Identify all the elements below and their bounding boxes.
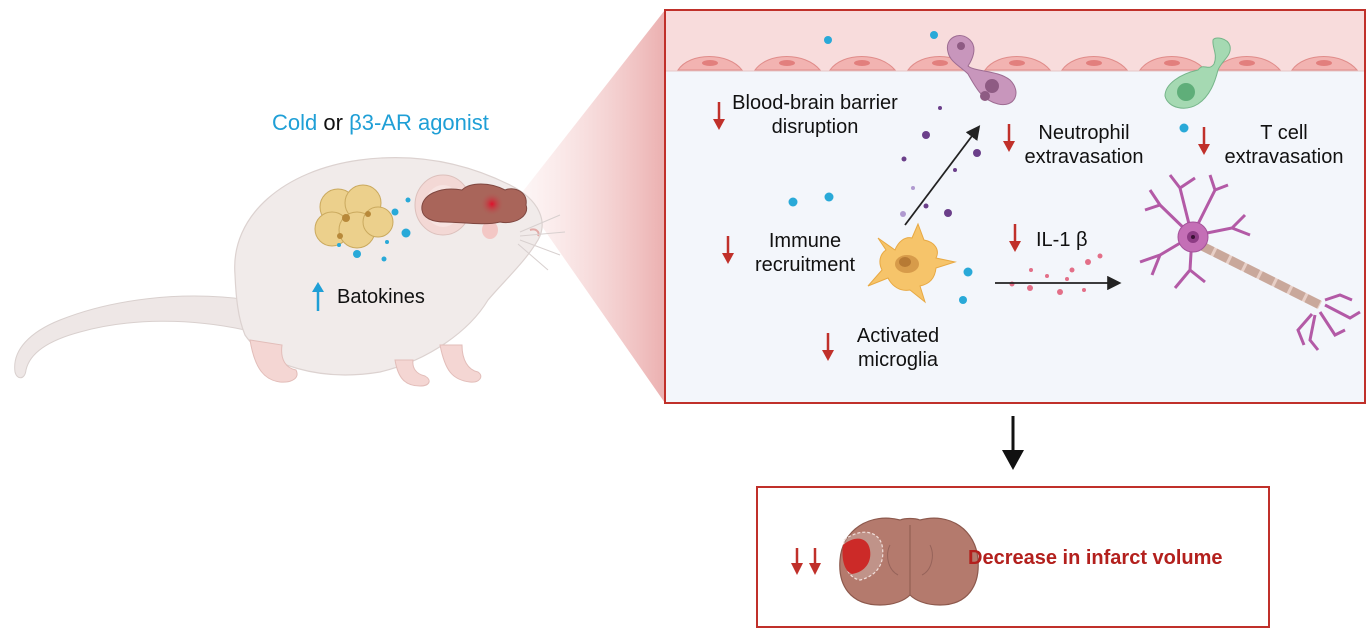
activated-microglia-label: Activated microglia bbox=[842, 324, 954, 372]
neutrophil-line-2: extravasation bbox=[1024, 146, 1144, 168]
immune-line-2: recruitment bbox=[754, 254, 856, 276]
neuron-cell bbox=[1139, 174, 1361, 351]
batokines-label: Batokines bbox=[337, 286, 425, 308]
down-arrow-icon bbox=[822, 333, 834, 361]
tcell-line-1: T cell bbox=[1260, 122, 1308, 144]
arrow-microglia-to-neutrophil bbox=[904, 125, 981, 226]
down-arrow-icon bbox=[1198, 127, 1210, 155]
cold-label: Cold bbox=[272, 110, 318, 135]
agonist-label: β3-AR agonist bbox=[349, 110, 489, 135]
up-arrow-icon bbox=[312, 282, 324, 311]
microglia-line-2: microglia bbox=[857, 349, 939, 371]
neutrophil-line-1: Neutrophil bbox=[1038, 122, 1130, 144]
microglia-line-1: Activated bbox=[856, 325, 940, 347]
microglia-cell bbox=[867, 222, 957, 304]
black-down-arrow-icon bbox=[1002, 416, 1024, 470]
mouse-illustration bbox=[14, 157, 566, 387]
down-arrow-icon bbox=[1003, 124, 1015, 152]
down-arrow-icon bbox=[1009, 224, 1021, 252]
immune-line-1: Immune bbox=[768, 230, 842, 252]
mechanism-panel bbox=[664, 9, 1366, 404]
down-arrow-icon bbox=[713, 102, 725, 130]
bbb-line-2: disruption bbox=[771, 116, 859, 138]
immune-recruitment-label: Immune recruitment bbox=[740, 229, 870, 277]
tcell-extravasation-label: T cell extravasation bbox=[1214, 121, 1354, 169]
bbb-line-1: Blood-brain barrier bbox=[732, 92, 898, 114]
neutrophil-cell bbox=[946, 35, 1017, 106]
t-cell bbox=[1164, 37, 1231, 109]
stimulus-label: Cold or β3-AR agonist bbox=[272, 110, 489, 136]
brain-section bbox=[839, 517, 979, 606]
infarct-volume-label: Decrease in infarct volume bbox=[968, 547, 1223, 569]
brown-adipose-tissue bbox=[314, 184, 394, 249]
mouse-brain bbox=[421, 183, 528, 225]
or-label: or bbox=[323, 110, 343, 135]
down-arrow-icon bbox=[722, 236, 734, 264]
neutrophil-extravasation-label: Neutrophil extravasation bbox=[1018, 121, 1150, 169]
down-arrow-icon bbox=[791, 548, 821, 575]
il1b-label: IL-1 β bbox=[1036, 229, 1088, 251]
zoom-cone bbox=[520, 10, 665, 403]
bbb-disruption-label: Blood-brain barrier disruption bbox=[730, 91, 900, 139]
tcell-line-2: extravasation bbox=[1224, 146, 1344, 168]
